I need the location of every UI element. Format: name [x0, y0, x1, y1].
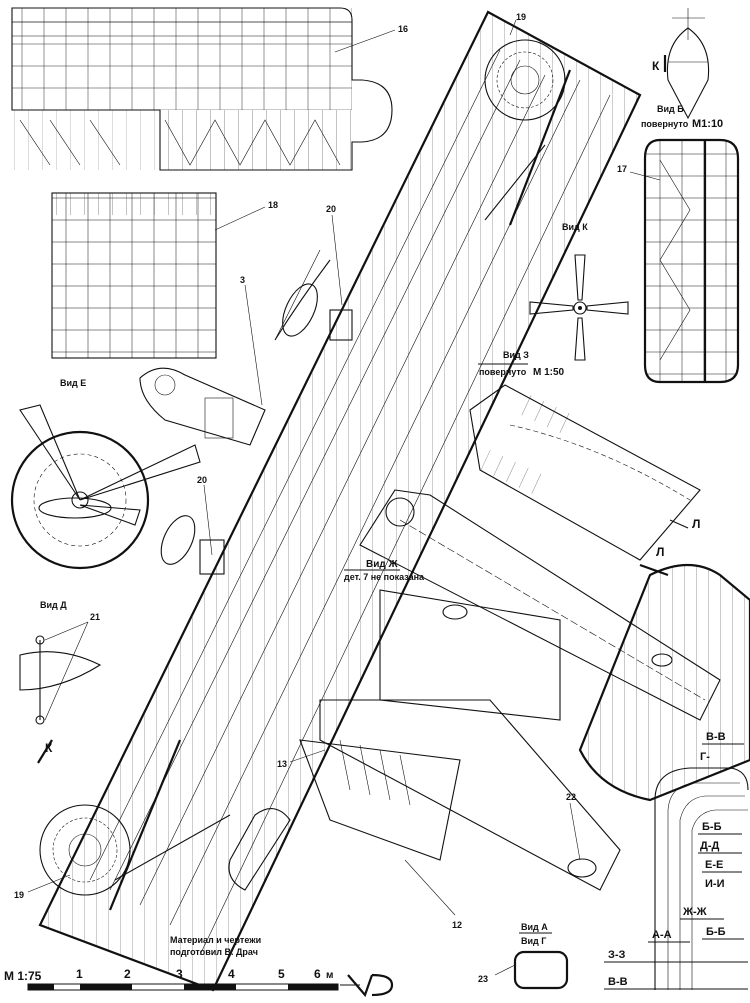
k-marker-top: К — [652, 59, 660, 73]
view-a-label: Вид А — [521, 922, 548, 932]
section-e-e: Е-Е — [705, 859, 723, 871]
scale-tick-4: 4 — [228, 967, 235, 981]
tailplane-lower — [578, 564, 750, 802]
section-b-b-bottom: Б-Б — [706, 926, 726, 938]
view-k-propeller — [529, 254, 629, 361]
view-b-scale: M1:10 — [692, 118, 723, 130]
section-i-i: И-И — [705, 878, 725, 890]
wingtip-circle-bottom — [39, 804, 131, 896]
publisher-logo — [340, 973, 394, 998]
section-v-v-top: В-В — [706, 731, 726, 743]
callout-19-bottom: 19 — [14, 890, 24, 900]
section-v-v-bottom: В-В — [608, 976, 628, 988]
scale-tick-5: 5 — [278, 967, 285, 981]
view-g-label: Вид Г — [521, 936, 546, 946]
engine-nacelle-upper — [274, 249, 353, 341]
wingtip-circle-top — [484, 39, 566, 121]
view-b-rotated: повернуто — [641, 119, 689, 129]
credits-line-1: Материал и чертежи — [170, 935, 261, 945]
scale-bar: M 1:75 1 2 3 4 5 6 м — [4, 967, 339, 991]
elevator-plan — [11, 7, 393, 171]
view-z-engine — [469, 384, 701, 561]
view-zh-note: дет. 7 не показана — [344, 572, 425, 582]
view-z-label: Вид З — [503, 350, 529, 360]
callout-12: 12 — [452, 920, 462, 930]
callout-17: 17 — [617, 164, 627, 174]
scale-tick-1: 1 — [76, 967, 83, 981]
scale-tick-3: 3 — [176, 967, 183, 981]
view-e-engine-front — [10, 404, 201, 570]
view-e-label: Вид Е — [60, 378, 86, 388]
section-a-a: А-А — [652, 929, 672, 941]
l-marker-lower: Л — [656, 545, 664, 559]
callout-13: 13 — [277, 759, 287, 769]
view-b-nose — [666, 8, 710, 120]
view-zh-label: Вид Ж — [366, 559, 398, 570]
callout-18: 18 — [268, 200, 278, 210]
bomb-bay-plan — [299, 589, 621, 891]
k-marker-left: К — [45, 741, 53, 755]
scale-unit: м — [326, 970, 333, 981]
view-b-label: Вид Б — [657, 104, 684, 114]
callout-19-top: 19 — [516, 12, 526, 22]
scale-tick-2: 2 — [124, 967, 131, 981]
l-marker-upper: Л — [692, 517, 700, 531]
callout-20-top: 20 — [326, 204, 336, 214]
callout-3: 3 — [240, 275, 245, 285]
section-z-z: З-З — [608, 949, 626, 961]
engine-nacelle-lower — [160, 515, 225, 575]
section-labels: В-В Г- Б-Б Д-Д Е-Е И-И Ж-Ж А-А Б-Б З-З В… — [604, 731, 748, 990]
section-zh-zh: Ж-Ж — [682, 906, 707, 918]
callout-20-mid: 20 — [197, 475, 207, 485]
stabilizer-plan — [51, 192, 217, 359]
scale-tick-6: 6 — [314, 967, 321, 981]
cross-section-profiles — [654, 767, 749, 990]
lower-engine-nacelle — [228, 808, 291, 891]
view-z-scale: M 1:50 — [533, 367, 565, 378]
section-g: Г- — [700, 751, 710, 763]
callout-23: 23 — [478, 974, 488, 984]
callout-22: 22 — [566, 792, 576, 802]
view-d-strut-fitting — [19, 621, 102, 725]
view-z-rotated: повернуто — [479, 367, 527, 377]
fin-plan — [643, 138, 740, 384]
view-k-label: Вид К — [562, 222, 588, 232]
credits-line-2: подготовил В. Драч — [170, 947, 258, 957]
section-d-d: Д-Д — [700, 840, 719, 852]
view-a-panel — [513, 950, 569, 990]
scale-bar-label: M 1:75 — [4, 969, 42, 983]
fuselage-nose — [139, 367, 266, 446]
main-wing-plan — [38, 10, 642, 992]
callout-21: 21 — [90, 612, 100, 622]
view-d-label: Вид Д — [40, 600, 67, 610]
callout-16: 16 — [398, 24, 408, 34]
section-b-b-top: Б-Б — [702, 821, 722, 833]
